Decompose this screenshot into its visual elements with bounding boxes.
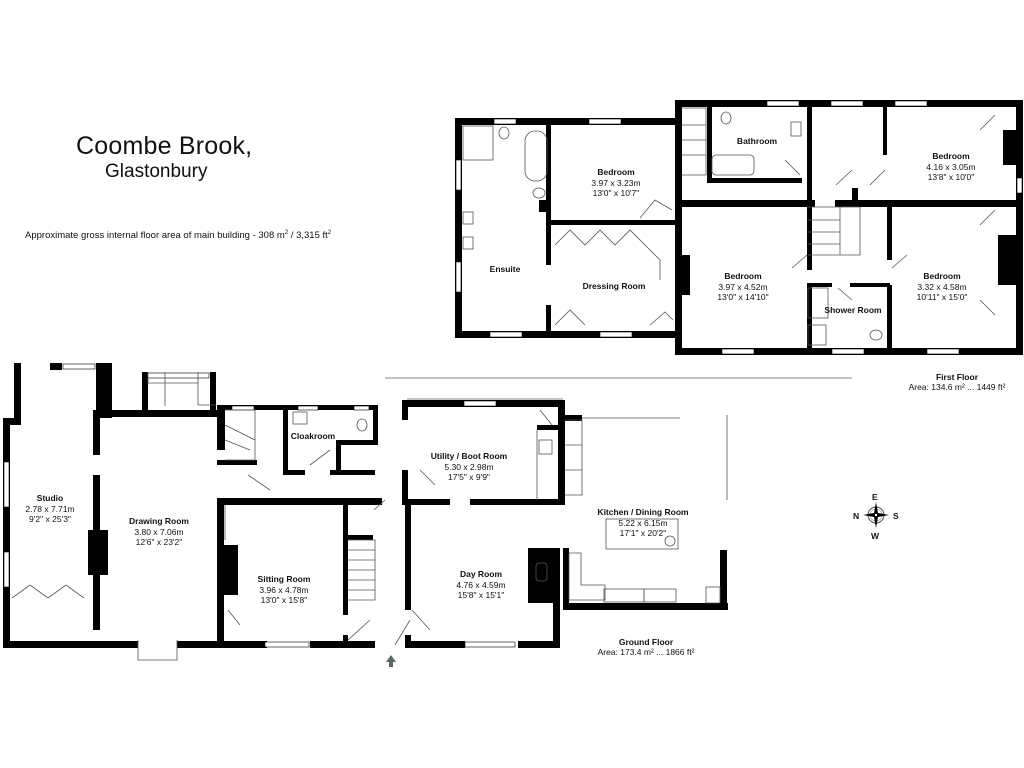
room-metric: 5.30 x 2.98m (444, 461, 494, 472)
room-name: Studio (36, 493, 64, 503)
room-name: Bedroom (923, 271, 961, 281)
room-shower: Shower Room (824, 305, 881, 316)
room-dressing: Dressing Room (583, 281, 646, 292)
room-name: Dressing Room (582, 281, 646, 291)
room-metric: 2.78 x 7.71m (25, 503, 75, 514)
room-imperial: 13'0" x 10'7" (592, 188, 640, 198)
room-metric: 4.76 x 4.59m (456, 579, 506, 590)
room-name: Cloakroom (290, 431, 336, 441)
room-name: Bedroom (724, 271, 762, 281)
room-imperial: 17'1" x 20'2" (619, 528, 667, 538)
room-name: Bedroom (932, 151, 970, 161)
room-sitting: Sitting Room 3.96 x 4.78m 13'0" x 15'8" (258, 574, 311, 606)
room-imperial: 15'8" x 15'1" (457, 590, 505, 600)
gross-area-metric: Approximate gross internal floor area of… (25, 230, 285, 242)
room-bedroom-4: Bedroom 3.32 x 4.58m 10'11" x 15'0" (917, 271, 968, 303)
room-name: Bedroom (597, 167, 635, 177)
room-metric: 3.97 x 3.23m (591, 177, 641, 188)
room-name: Drawing Room (129, 516, 189, 526)
room-imperial: 13'0" x 14'10" (717, 292, 769, 302)
compass-east: E (872, 492, 878, 502)
room-metric: 4.16 x 3.05m (926, 161, 976, 172)
room-utility: Utility / Boot Room 5.30 x 2.98m 17'5" x… (431, 451, 508, 483)
room-bedroom-1: Bedroom 3.97 x 3.23m 13'0" x 10'7" (591, 167, 640, 199)
compass-west: W (871, 531, 880, 541)
gross-area-note: Approximate gross internal floor area of… (25, 230, 331, 241)
room-imperial: 10'11" x 15'0" (916, 292, 968, 302)
property-location: Glastonbury (105, 161, 208, 182)
room-name: Ensuite (489, 264, 521, 274)
room-day: Day Room 4.76 x 4.59m 15'8" x 15'1" (456, 569, 505, 601)
property-title: Coombe Brook, (76, 132, 253, 160)
compass-north: N (853, 511, 860, 521)
room-imperial: 13'0" x 15'8" (260, 595, 308, 605)
room-imperial: 12'6" x 23'2" (135, 537, 183, 547)
room-name: Shower Room (824, 305, 882, 315)
room-name: Sitting Room (257, 574, 311, 584)
room-name: Day Room (459, 569, 503, 579)
room-metric: 5.22 x 6.15m (618, 517, 668, 528)
compass-rose-icon (863, 502, 889, 528)
room-ensuite: Ensuite (490, 264, 521, 275)
room-kitchen: Kitchen / Dining Room 5.22 x 6.15m 17'1"… (597, 507, 688, 539)
gross-area-imperial: / 3,315 ft (288, 230, 328, 242)
room-drawing: Drawing Room 3.80 x 7.06m 12'6" x 23'2" (129, 516, 189, 548)
room-metric: 3.80 x 7.06m (134, 526, 184, 537)
sup: 2 (327, 230, 332, 236)
compass-south: S (893, 511, 899, 521)
room-name: Utility / Boot Room (430, 451, 508, 461)
room-imperial: 9'2" x 25'3" (29, 514, 71, 524)
sup: 2 (284, 230, 289, 236)
room-name: Bathroom (736, 136, 778, 146)
room-metric: 3.32 x 4.58m (917, 281, 967, 292)
room-bathroom: Bathroom (737, 136, 777, 147)
entrance-arrow-icon (386, 655, 396, 667)
room-cloakroom: Cloakroom (291, 431, 335, 442)
room-bedroom-3: Bedroom 3.97 x 4.52m 13'0" x 14'10" (717, 271, 768, 303)
floor-area: Area: 173.4 m² ... 1866 ft² (597, 647, 695, 657)
room-metric: 3.96 x 4.78m (259, 584, 309, 595)
room-name: Kitchen / Dining Room (597, 507, 689, 517)
room-studio: Studio 2.78 x 7.71m 9'2" x 25'3" (25, 493, 74, 525)
room-bedroom-2: Bedroom 4.16 x 3.05m 13'8" x 10'0" (926, 151, 975, 183)
room-imperial: 17'5" x 9'9" (448, 472, 490, 482)
room-imperial: 13'8" x 10'0" (927, 172, 975, 182)
room-metric: 3.97 x 4.52m (718, 281, 768, 292)
floor-name: Ground Floor (618, 637, 674, 647)
ground-floor-caption: Ground Floor Area: 173.4 m² ... 1866 ft² (598, 637, 695, 657)
floor-area: Area: 134.6 m² ... 1449 ft² (908, 382, 1006, 392)
first-floor-caption: First Floor Area: 134.6 m² ... 1449 ft² (909, 372, 1006, 392)
floor-name: First Floor (935, 372, 979, 382)
